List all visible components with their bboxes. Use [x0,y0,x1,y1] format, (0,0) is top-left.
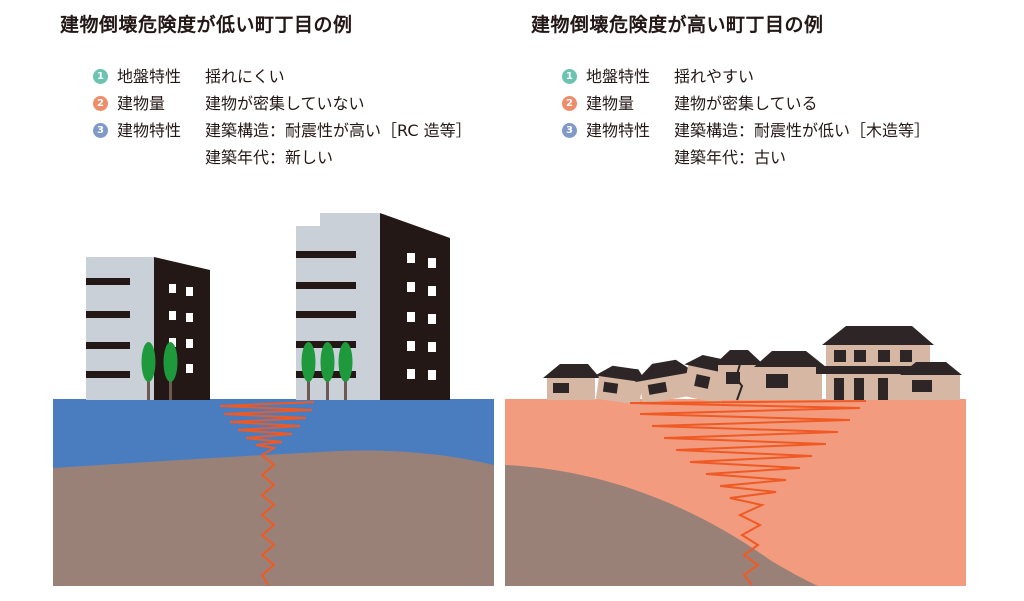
seismic-wave-low [219,401,315,586]
title-high-risk: 建物倒壊危険度が高い町丁目の例 [531,14,824,36]
property-value: 建物が密集していない [205,94,365,113]
title-low-risk: 建物倒壊危険度が低い町丁目の例 [60,14,353,36]
property-label: 建物量 [117,94,166,113]
badge-3-icon: 3 [562,123,577,138]
house-icon [900,362,962,400]
badge-2-icon: 2 [562,96,577,111]
bedrock-right [505,465,818,586]
property-value: 建築年代：古い [674,148,787,167]
high-risk-scene [505,326,966,586]
house-icon [635,359,695,405]
property-value: 建築構造：耐震性が低い［木造等］ [674,121,931,140]
property-label: 地盤特性 [117,67,182,86]
property-label: 建物特性 [586,121,651,140]
tree-icon [141,342,156,400]
low-risk-scene [53,213,494,586]
house-icon [714,350,764,401]
house-icon [543,364,600,400]
tree-icon [338,342,353,400]
property-label: 地盤特性 [586,67,651,86]
house-icon [595,365,647,405]
house-icon [754,351,826,400]
building-rc-2 [296,213,450,400]
badge-1-icon: 1 [93,69,108,84]
property-label: 建物特性 [117,121,182,140]
tree-icon [320,342,335,400]
property-value: 建築構造：耐震性が高い［RC 造等］ [205,121,472,140]
property-value: 揺れやすい [674,67,755,86]
property-label: 建物量 [586,94,635,113]
property-value: 揺れにくい [205,67,285,86]
tree-icon [301,342,316,400]
tree-icon [163,342,178,400]
seismic-wave-high [629,400,867,586]
property-value: 建物が密集している [674,94,818,113]
badge-2-icon: 2 [93,96,108,111]
badge-3-icon: 3 [93,123,108,138]
property-value: 建築年代：新しい [205,148,334,167]
badge-1-icon: 1 [562,69,577,84]
